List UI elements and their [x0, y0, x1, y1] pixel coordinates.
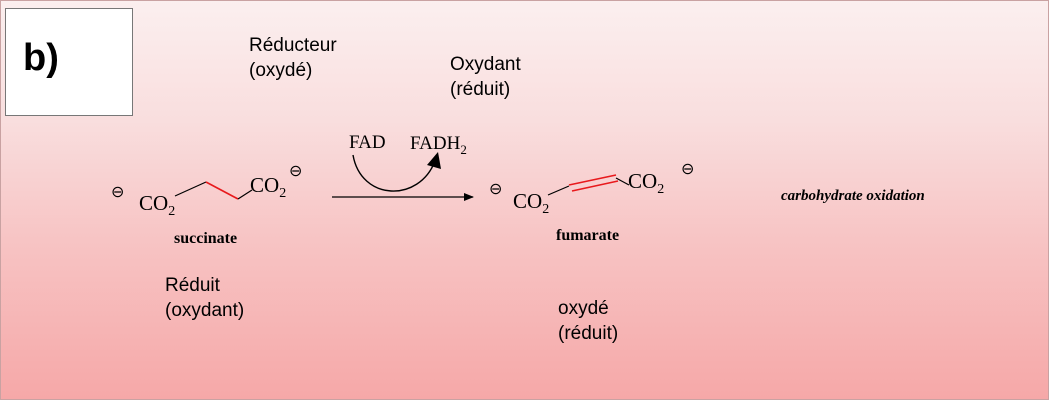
- succinate-state-line2: (oxydant): [165, 300, 245, 321]
- fumarate-double-bond-a: [568, 174, 617, 186]
- succinate-left-sub: 2: [168, 204, 176, 220]
- curved-arrowhead: [427, 152, 441, 169]
- fumarate-state-line1: oxydé: [558, 298, 609, 319]
- fumarate-left-charge: ⊖: [489, 181, 503, 198]
- succinate-central-bond: [205, 181, 239, 200]
- succinate-right-charge: ⊖: [289, 163, 303, 180]
- succinate-right-carboxylate: CO2: [250, 173, 286, 202]
- fumarate-left-sub: 2: [542, 202, 550, 218]
- fumarate-right-group: CO: [628, 169, 658, 193]
- succinate-left-group: CO: [139, 191, 169, 215]
- curved-arrow: [352, 154, 436, 192]
- fumarate-right-sub: 2: [657, 182, 665, 198]
- fumarate-double-bond-b: [571, 180, 619, 192]
- fumarate-left-group: CO: [513, 189, 543, 213]
- fadh2-subscript: 2: [460, 141, 467, 157]
- oxidant-label: Oxydant (réduit): [450, 52, 521, 102]
- reducer-label-line2: (oxydé): [249, 60, 313, 81]
- succinate-right-group: CO: [250, 173, 280, 197]
- reducer-label: Réducteur (oxydé): [249, 33, 337, 83]
- reaction-label: carbohydrate oxidation: [781, 188, 925, 204]
- fumarate-state-line2: (réduit): [558, 323, 619, 344]
- fumarate-state: oxydé (réduit): [558, 296, 618, 346]
- succinate-left-carboxylate: CO2: [139, 191, 175, 220]
- fumarate-left-carboxylate: CO2: [513, 189, 549, 218]
- succinate-right-sub: 2: [279, 186, 287, 202]
- panel-label-box: b): [5, 8, 133, 116]
- fumarate-name: fumarate: [556, 227, 620, 244]
- succinate-state-line1: Réduit: [165, 275, 220, 296]
- succinate-left-charge: ⊖: [111, 184, 125, 201]
- succinate-name: succinate: [174, 230, 238, 247]
- panel-label: b): [23, 37, 59, 79]
- oxidant-label-line2: (réduit): [450, 79, 511, 100]
- fumarate-bond-right: [615, 177, 630, 186]
- oxidant-label-line1: Oxydant: [450, 54, 521, 75]
- fad-label: FAD: [349, 132, 386, 153]
- succinate-state: Réduit (oxydant): [165, 273, 244, 323]
- succinate-bond-right: [237, 189, 253, 200]
- reducer-label-line1: Réducteur: [249, 35, 337, 56]
- fumarate-right-charge: ⊖: [681, 161, 695, 178]
- succinate-bond-left: [174, 181, 207, 197]
- fadh2-base: FADH: [410, 133, 461, 154]
- fadh2-label: FADH2: [410, 133, 467, 158]
- fumarate-right-carboxylate: CO2: [628, 169, 664, 198]
- fumarate-bond-left: [547, 185, 570, 196]
